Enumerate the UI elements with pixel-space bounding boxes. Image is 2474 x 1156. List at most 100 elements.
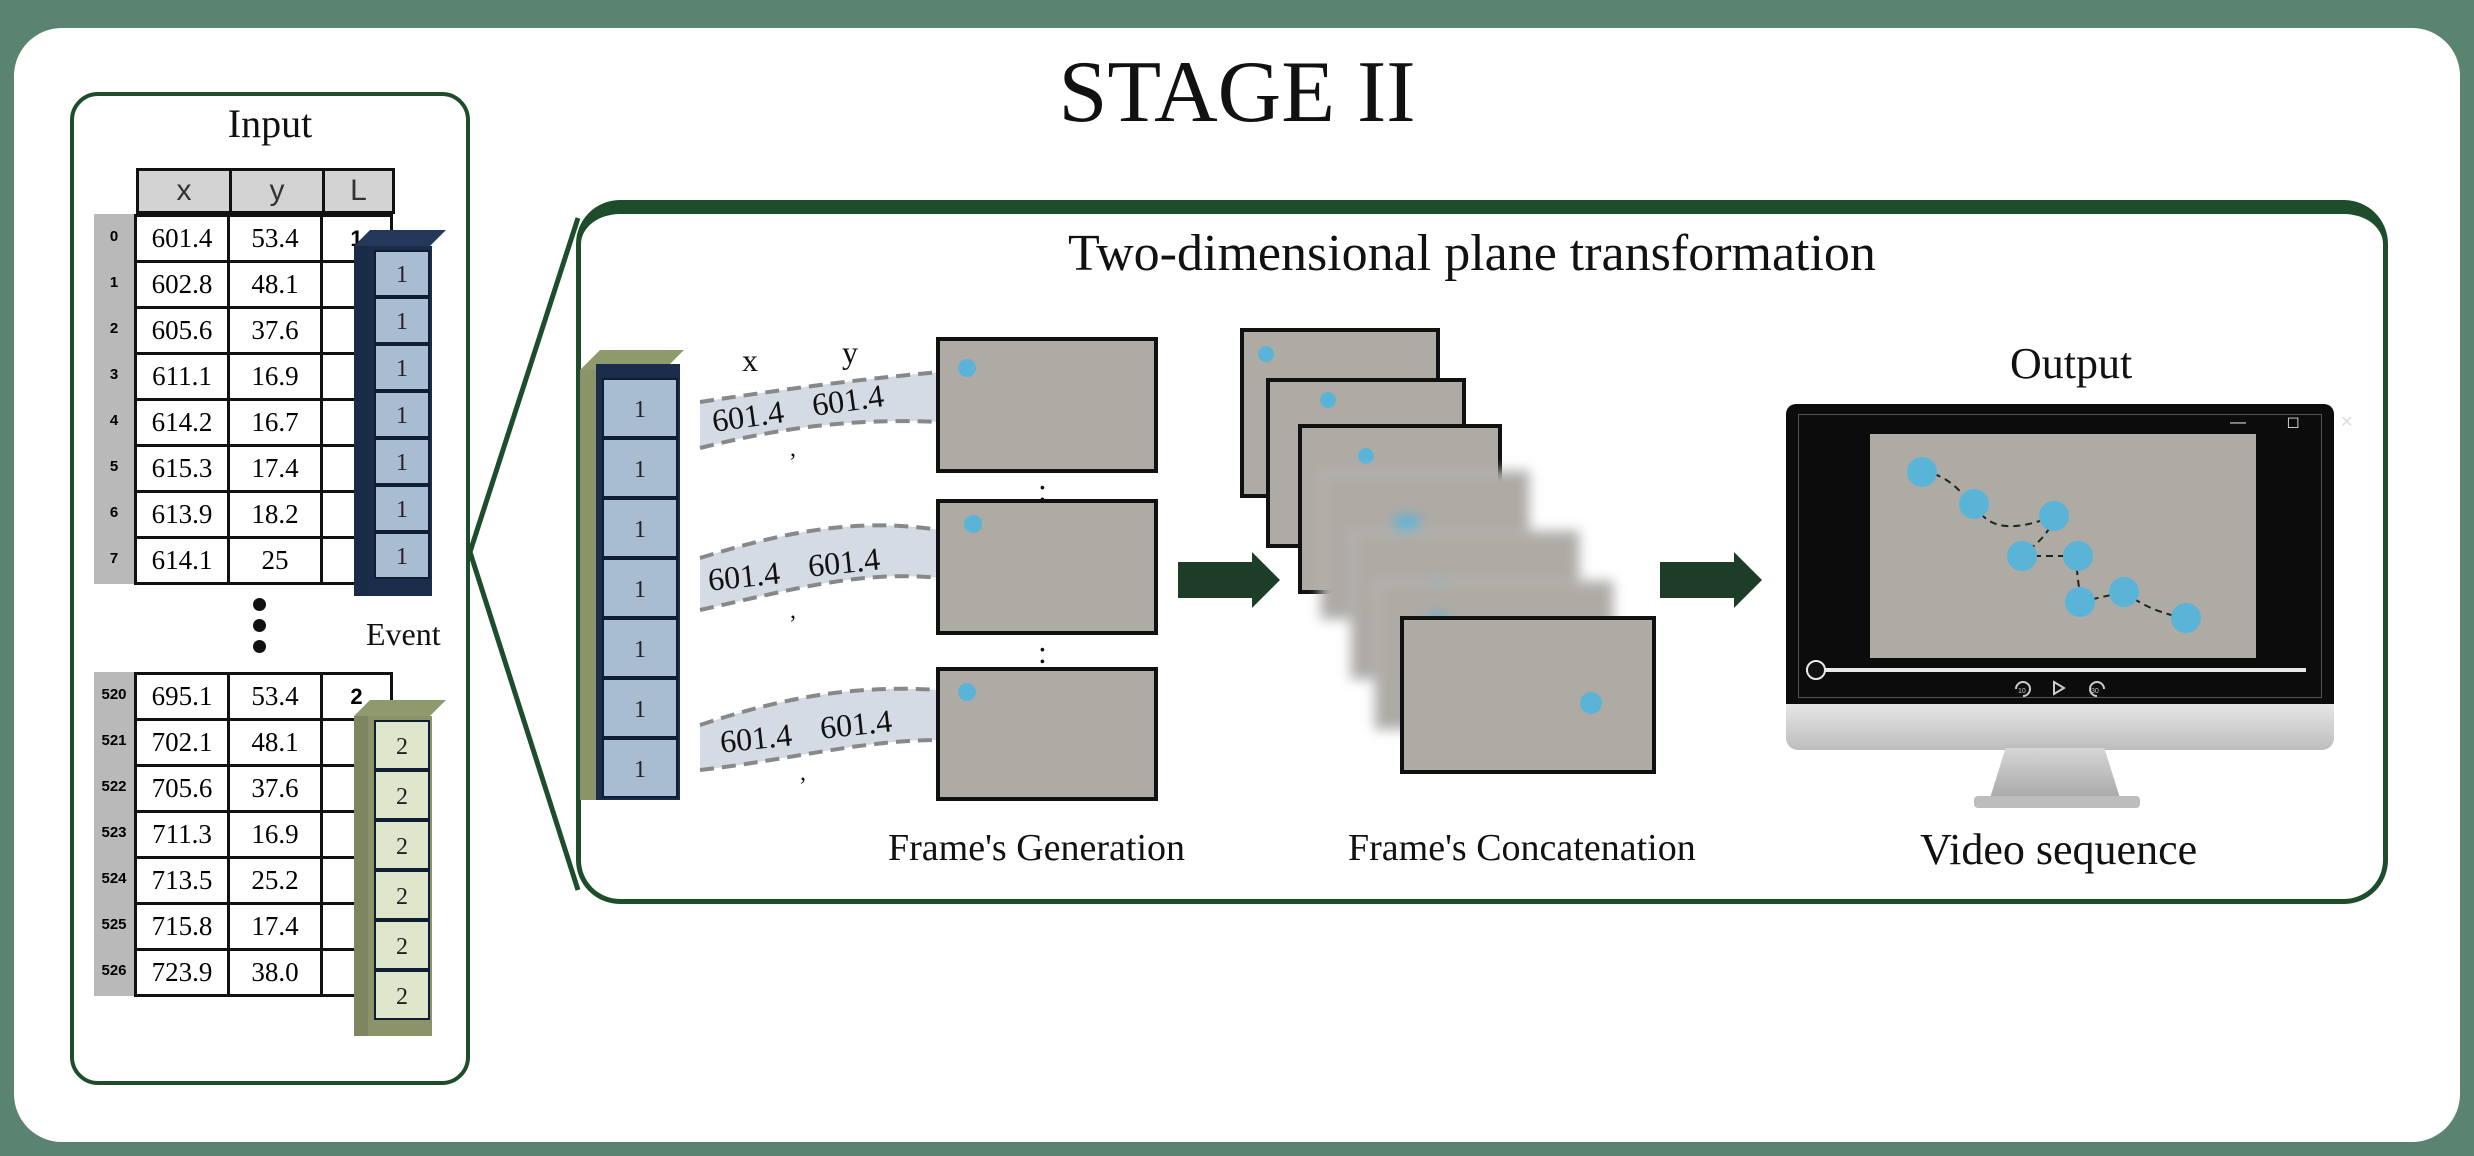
- trajectory-point: [1907, 457, 1937, 487]
- stack-cell: 1: [602, 678, 678, 738]
- stack-cell: 2: [374, 820, 430, 870]
- pair3-y: 601.4: [818, 702, 894, 746]
- y-cell: 53.4: [227, 214, 323, 263]
- y-cell: 25.2: [227, 856, 323, 905]
- x-cell: 705.6: [134, 764, 230, 813]
- output-label: Output: [2010, 339, 2133, 388]
- trajectory-plot: [1907, 457, 2201, 633]
- row-index: 6: [109, 504, 119, 521]
- generated-frame-3: [936, 667, 1158, 801]
- row-index: 524: [101, 870, 127, 887]
- column-header-y: y: [229, 168, 325, 214]
- row-index: 526: [101, 962, 127, 979]
- y-cell: 18.2: [227, 490, 323, 539]
- stack-cell: 1: [374, 438, 430, 485]
- video-sequence-label: Video sequence: [1920, 825, 2198, 874]
- concat-frame-last: [1400, 616, 1656, 774]
- monitor-stand: [1990, 748, 2120, 798]
- row-index: 523: [101, 824, 127, 841]
- x-cell: 713.5: [134, 856, 230, 905]
- skip-forward-value: 30: [2091, 688, 2099, 695]
- column-header-l: L: [322, 168, 395, 214]
- stack-cell: 2: [374, 870, 430, 920]
- y-cell: 38.0: [227, 948, 323, 997]
- pair3-sep: ,: [800, 760, 806, 786]
- pair2-sep: ,: [790, 598, 796, 624]
- row-index: 0: [109, 228, 119, 245]
- video-progress-bar[interactable]: [1806, 668, 2306, 672]
- x-cell: 615.3: [134, 444, 230, 493]
- stack-cell: 2: [374, 720, 430, 770]
- y-cell: 48.1: [227, 718, 323, 767]
- y-cell: 16.9: [227, 352, 323, 401]
- row-index: 2: [109, 320, 119, 337]
- x-cell: 613.9: [134, 490, 230, 539]
- x-cell: 605.6: [134, 306, 230, 355]
- x-cell: 723.9: [134, 948, 230, 997]
- x-cell: 614.1: [134, 536, 230, 585]
- y-cell: 17.4: [227, 902, 323, 951]
- event-label: Event: [366, 616, 441, 652]
- y-cell: 37.6: [227, 764, 323, 813]
- play-button[interactable]: [2052, 680, 2066, 701]
- row-index: 1: [109, 274, 119, 291]
- generated-frame-2: [936, 499, 1158, 635]
- skip-back-value: 10: [2018, 688, 2026, 695]
- ellipsis-icon: [253, 598, 267, 658]
- transform-panel: [576, 200, 2388, 904]
- window-controls[interactable]: — ◻ ✕: [2230, 414, 2372, 431]
- x-axis-label: x: [742, 342, 758, 378]
- x-cell: 602.8: [134, 260, 230, 309]
- trajectory-point: [2039, 501, 2069, 531]
- x-cell: 711.3: [134, 810, 230, 859]
- figure-title: STAGE II: [1058, 44, 1416, 141]
- x-cell: 715.8: [134, 902, 230, 951]
- stack-cell: 1: [374, 485, 430, 532]
- row-index: 522: [101, 778, 127, 795]
- mapping-bands: [699, 370, 941, 772]
- row-index: 7: [109, 550, 119, 567]
- stack-cell: 1: [602, 618, 678, 678]
- frame-generation-label: Frame's Generation: [888, 827, 1186, 869]
- arrow-right-icon: [1178, 552, 1280, 608]
- pair2-x: 601.4: [706, 554, 782, 598]
- trajectory-point: [2007, 541, 2037, 571]
- stack-cell: 1: [602, 558, 678, 618]
- expansion-connector: [467, 217, 581, 891]
- frame-concatenation-label: Frame's Concatenation: [1348, 827, 1696, 869]
- y-axis-label: y: [842, 334, 858, 370]
- y-cell: 37.6: [227, 306, 323, 355]
- video-scrubber-handle[interactable]: [1806, 660, 1826, 680]
- trajectory-point: [2171, 603, 2201, 633]
- skip-back-icon: [2015, 681, 2031, 697]
- row-index: 520: [101, 686, 127, 703]
- stack-cell: 1: [374, 532, 430, 579]
- stack-cell: 1: [374, 297, 430, 344]
- stack-cell: 1: [374, 391, 430, 438]
- frame-ellipsis-1: :: [1038, 472, 1047, 508]
- pair1-sep: ,: [790, 436, 796, 462]
- skip-forward-button[interactable]: 30: [2086, 680, 2108, 703]
- y-cell: 17.4: [227, 444, 323, 493]
- index-column-group2: [94, 672, 134, 996]
- skip-back-button[interactable]: 10: [2012, 680, 2034, 703]
- stack-cell: 1: [602, 438, 678, 498]
- row-index: 4: [109, 412, 119, 429]
- row-index: 521: [101, 732, 127, 749]
- y-cell: 25: [227, 536, 323, 585]
- stack-cell: 2: [374, 920, 430, 970]
- y-cell: 16.9: [227, 810, 323, 859]
- x-cell: 601.4: [134, 214, 230, 263]
- row-index: 3: [109, 366, 119, 383]
- generated-frame-1: [936, 337, 1158, 473]
- transform-title: Two-dimensional plane transformation: [1068, 225, 1876, 282]
- trajectory-point: [2063, 541, 2093, 571]
- x-cell: 702.1: [134, 718, 230, 767]
